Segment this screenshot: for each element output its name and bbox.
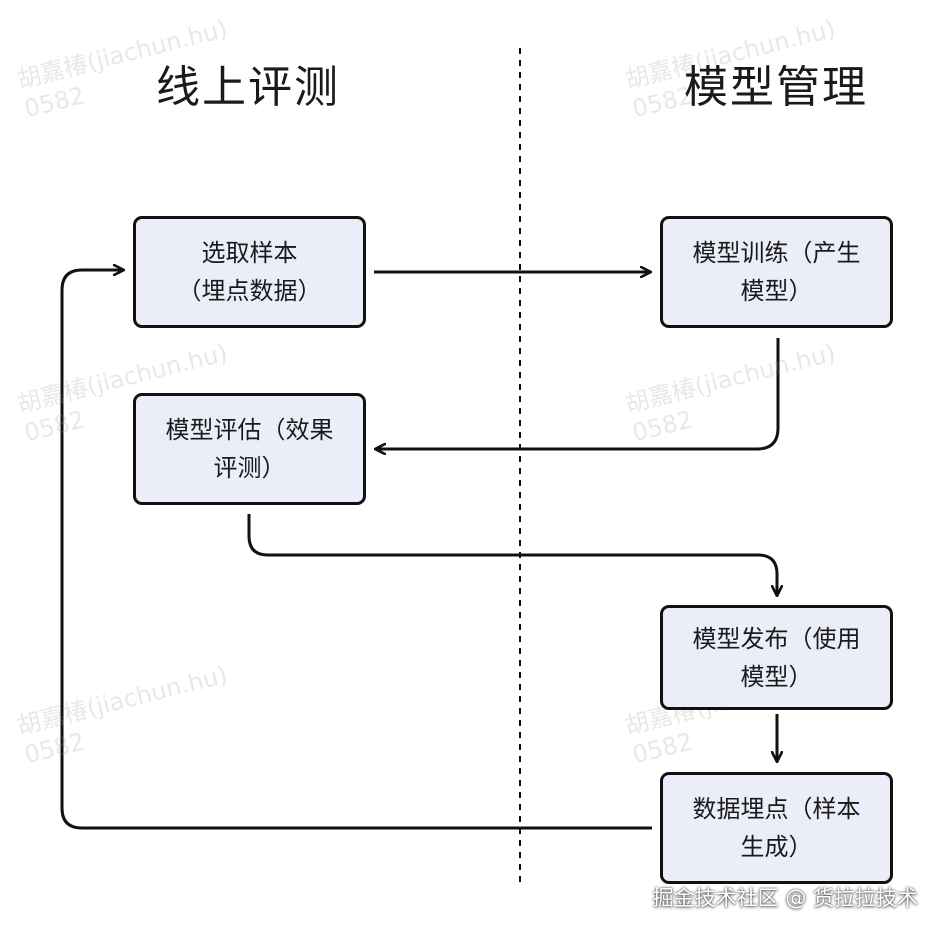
node-model-evaluation-label: 模型评估（效果 评测） bbox=[165, 416, 334, 482]
node-data-tracking: 数据埋点（样本 生成） bbox=[660, 772, 893, 884]
node-model-release-label: 模型发布（使用 模型） bbox=[692, 624, 861, 691]
node-select-sample: 选取样本 （埋点数据） bbox=[133, 216, 366, 328]
left-section-title: 线上评测 bbox=[156, 62, 340, 113]
footer-credit: 掘金技术社区 @ 货拉拉技术 bbox=[652, 886, 918, 910]
node-model-evaluation: 模型评估（效果 评测） bbox=[133, 393, 366, 505]
right-section-title: 模型管理 bbox=[684, 62, 868, 113]
node-model-training-label: 模型训练（产生 模型） bbox=[692, 239, 861, 305]
node-model-training: 模型训练（产生 模型） bbox=[660, 216, 893, 328]
arrow-evaluation-to-release bbox=[247, 514, 777, 596]
arrow-training-to-evaluation bbox=[375, 338, 780, 449]
node-model-release: 模型发布（使用 模型） bbox=[660, 605, 893, 710]
node-select-sample-label: 选取样本 （埋点数据） bbox=[177, 239, 322, 305]
node-data-tracking-label: 数据埋点（样本 生成） bbox=[692, 795, 861, 861]
arrow-tracking-to-select bbox=[60, 270, 652, 830]
